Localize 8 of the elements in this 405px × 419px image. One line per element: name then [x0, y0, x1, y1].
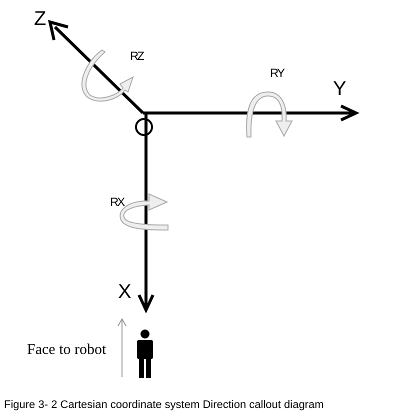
figure-caption: Figure 3- 2 Cartesian coordinate system Direction callout diagram [4, 399, 324, 411]
axis-letter: X [118, 282, 132, 302]
note-text: Face to robot [27, 343, 106, 358]
axis-letter: Z [34, 9, 46, 29]
rotation-label: RX [110, 196, 124, 208]
rotation-label: RY [270, 67, 284, 79]
axis-letter: Y [333, 79, 346, 99]
rotation-label: RZ [130, 50, 143, 62]
